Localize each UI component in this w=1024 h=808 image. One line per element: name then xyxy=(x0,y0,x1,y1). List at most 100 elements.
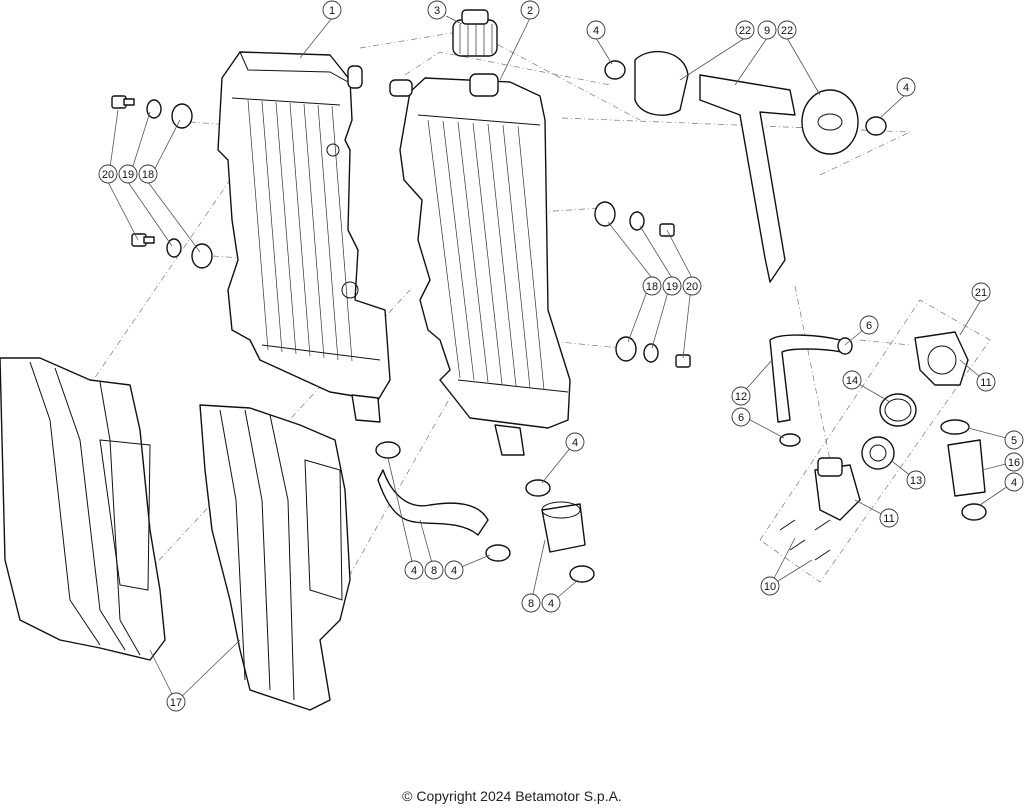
callout-c-4d: 4 xyxy=(565,432,585,452)
callout-label: 18 xyxy=(646,281,658,293)
callout-c-4c: 4 xyxy=(1004,472,1024,492)
callout-circle xyxy=(662,276,682,296)
callout-label: 11 xyxy=(883,513,894,525)
callout-label: 14 xyxy=(846,375,858,387)
callout-circle xyxy=(976,372,996,392)
callout-c-19b: 19 xyxy=(662,276,682,296)
clamps xyxy=(375,60,987,583)
callout-c-8a: 8 xyxy=(424,560,444,580)
callout-label: 16 xyxy=(1008,457,1020,469)
callout-circle xyxy=(541,593,561,613)
copyright-notice: © Copyright 2024 Betamotor S.p.A. xyxy=(402,788,622,804)
callout-c-13: 13 xyxy=(906,470,926,490)
callout-circle xyxy=(1004,430,1024,450)
callout-c-4b: 4 xyxy=(896,77,916,97)
callout-c-17: 17 xyxy=(166,692,186,712)
callout-label: 5 xyxy=(1011,435,1017,447)
callout-c-6b: 6 xyxy=(731,407,751,427)
callout-circle xyxy=(444,560,464,580)
callout-circle xyxy=(971,282,991,302)
callout-c-8b: 8 xyxy=(521,593,541,613)
callout-label: 4 xyxy=(572,437,578,449)
callout-c-1: 1 xyxy=(322,0,342,20)
callout-c-2: 2 xyxy=(520,0,540,20)
mounting-hardware xyxy=(111,95,691,368)
callout-circle xyxy=(906,470,926,490)
callout-circle xyxy=(896,77,916,97)
callout-c-11b: 11 xyxy=(879,508,899,528)
bypass-hoses xyxy=(769,334,986,497)
coolant-pipe-tee xyxy=(634,50,859,283)
callout-label: 22 xyxy=(781,25,793,37)
callout-label: 20 xyxy=(102,169,114,181)
callout-label: 19 xyxy=(122,169,134,181)
callout-label: 6 xyxy=(866,320,872,332)
callout-circle xyxy=(735,20,755,40)
callout-circle xyxy=(760,576,780,596)
callout-circle xyxy=(731,386,751,406)
callout-circle xyxy=(322,0,342,20)
callout-c-5: 5 xyxy=(1004,430,1024,450)
callout-label: 20 xyxy=(686,281,698,293)
callout-c-21: 21 xyxy=(971,282,991,302)
callout-circle xyxy=(404,560,424,580)
callout-c-10: 10 xyxy=(760,576,780,596)
callout-c-4g: 4 xyxy=(541,593,561,613)
radiator-right xyxy=(389,73,571,456)
callout-label: 3 xyxy=(434,5,440,17)
callout-c-3: 3 xyxy=(427,0,447,20)
callout-c-4e: 4 xyxy=(444,560,464,580)
hose-lower-left xyxy=(377,469,489,536)
callout-circle xyxy=(424,560,444,580)
radiator-louver-right xyxy=(199,404,351,711)
cover-bolts xyxy=(779,519,831,561)
callout-c-18b: 18 xyxy=(642,276,662,296)
callout-label: 18 xyxy=(142,169,154,181)
callout-circle xyxy=(757,20,777,40)
callout-circle xyxy=(1004,472,1024,492)
callout-c-4f: 4 xyxy=(404,560,424,580)
callout-label: 4 xyxy=(451,565,457,577)
callout-circle xyxy=(859,315,879,335)
callout-circle xyxy=(1004,452,1024,472)
callout-label: 4 xyxy=(903,82,909,94)
callout-label: 12 xyxy=(735,391,747,403)
callout-circle xyxy=(682,276,702,296)
callout-circle xyxy=(642,276,662,296)
callout-label: 4 xyxy=(1011,477,1017,489)
thermostat-assembly xyxy=(814,331,969,521)
callout-c-4a: 4 xyxy=(586,20,606,40)
callout-label: 4 xyxy=(593,25,599,37)
callout-label: 1 xyxy=(329,5,335,17)
callout-circle xyxy=(565,432,585,452)
callout-label: 9 xyxy=(764,25,770,37)
radiator-louver-left xyxy=(0,357,166,661)
callout-circle xyxy=(842,370,862,390)
callout-c-11a: 11 xyxy=(976,372,996,392)
callout-label: 13 xyxy=(910,475,922,487)
callout-c-22a: 22 xyxy=(735,20,755,40)
callout-circle xyxy=(118,164,138,184)
callout-c-19a: 19 xyxy=(118,164,138,184)
callout-circle xyxy=(166,692,186,712)
callout-label: 4 xyxy=(411,565,417,577)
callout-label: 8 xyxy=(431,565,437,577)
callout-c-22b: 22 xyxy=(777,20,797,40)
callout-c-14: 14 xyxy=(842,370,862,390)
callout-c-20a: 20 xyxy=(98,164,118,184)
callout-circle xyxy=(98,164,118,184)
callout-label: 6 xyxy=(738,412,744,424)
callout-circle xyxy=(427,0,447,20)
callout-c-20b: 20 xyxy=(682,276,702,296)
callout-label: 11 xyxy=(980,377,991,389)
callout-label: 2 xyxy=(527,5,533,17)
callout-circle xyxy=(731,407,751,427)
callout-c-12: 12 xyxy=(731,386,751,406)
callout-circle xyxy=(777,20,797,40)
callout-label: 4 xyxy=(548,598,554,610)
callout-circle xyxy=(521,593,541,613)
callout-c-18a: 18 xyxy=(138,164,158,184)
callout-label: 21 xyxy=(975,287,987,299)
